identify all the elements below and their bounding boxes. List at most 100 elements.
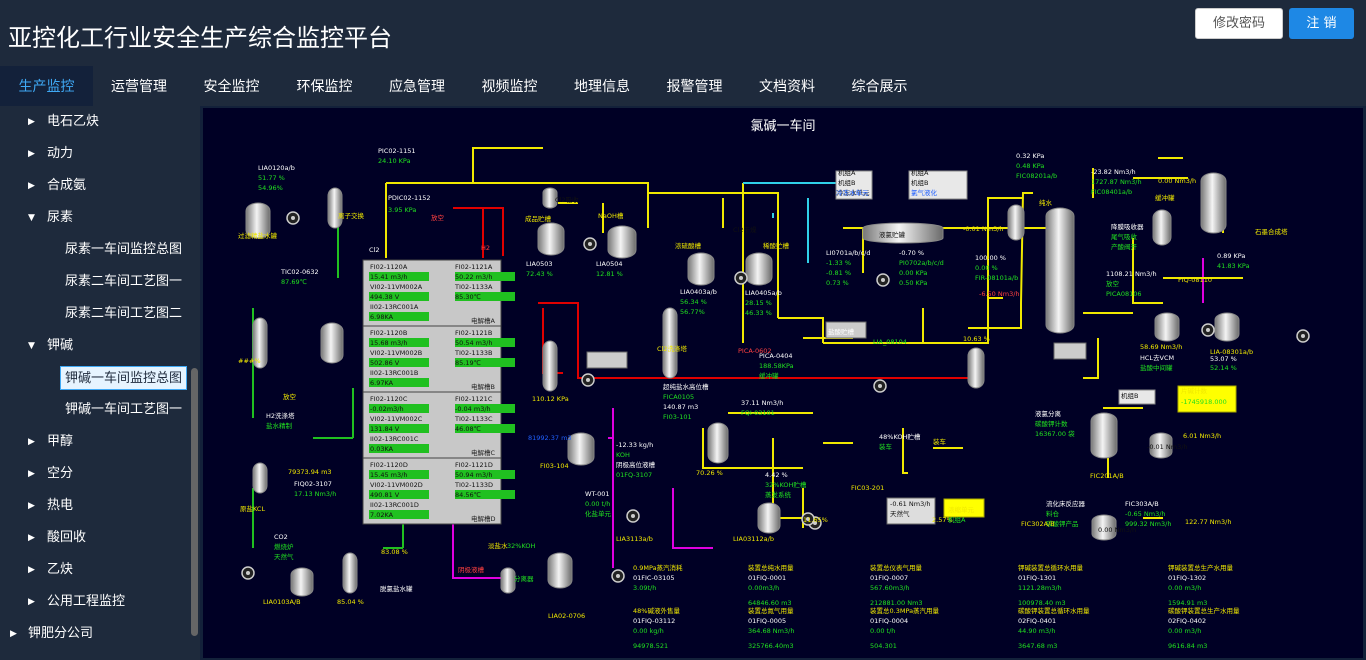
- tab-5[interactable]: 视频监控: [481, 79, 538, 95]
- diagram-label: KOH: [616, 451, 630, 459]
- value-bg: [369, 378, 429, 387]
- sidebar-item-11[interactable]: ▶空分: [0, 458, 192, 490]
- tab-3[interactable]: 环保监控: [296, 79, 353, 95]
- pump-hub: [739, 276, 743, 280]
- value-bg: [369, 444, 429, 453]
- cell-text: 0.03KA: [370, 445, 394, 453]
- tab-1[interactable]: 运营管理: [111, 79, 167, 95]
- header: 亚控化工行业安全生产综合监控平台 修改密码 注 销: [0, 0, 1366, 66]
- control-panel: [825, 321, 867, 339]
- chiller-box: [835, 170, 873, 200]
- sidebar-item-label: 甲醇: [47, 434, 74, 449]
- tab-9[interactable]: 综合展示: [851, 79, 908, 95]
- vessel-17: [1200, 172, 1227, 234]
- tab-2[interactable]: 安全监控: [203, 79, 260, 95]
- cell-text: FI02-1121D: [455, 461, 493, 469]
- change-password-button[interactable]: 修改密码: [1195, 8, 1283, 39]
- sidebar-scrollbar[interactable]: [191, 368, 198, 636]
- sidebar-item-7[interactable]: ▼钾碱: [0, 330, 192, 362]
- diagram-label: 58.69 Nm3/h: [1140, 343, 1182, 351]
- cell-text: 490.81 V: [370, 491, 400, 499]
- cell-text: FI02-1120B: [370, 329, 407, 337]
- stat-total: 94978.521: [633, 642, 668, 650]
- pipe: [648, 192, 779, 318]
- diagram-label: FI03-104: [540, 462, 569, 470]
- diagram-label: 4.42 %: [765, 471, 788, 479]
- stat-total: 504.301: [870, 642, 897, 650]
- pump-hub: [881, 278, 885, 282]
- diagram-label: 浓硫酸槽: [675, 241, 702, 250]
- pump-hub: [246, 571, 250, 575]
- diagram-label: 72.43 %: [526, 270, 553, 278]
- diagram-label: 85.04 %: [337, 598, 364, 606]
- diagram-label: 片碱计数: [1181, 386, 1208, 395]
- vessel-22: [757, 502, 781, 534]
- tab-4[interactable]: 应急管理: [389, 79, 445, 95]
- diagram-label: FIC08201a/b: [1016, 172, 1057, 180]
- diagram-label: 装车: [933, 437, 947, 446]
- sidebar-item-4[interactable]: 尿素一车间监控总图: [0, 234, 192, 266]
- diagram-label: 3.95 KPa: [388, 206, 416, 214]
- diagram-label: 盐酸贮槽: [828, 327, 855, 336]
- vessel-26: [290, 567, 314, 597]
- sidebar-item-1[interactable]: ▶动力: [0, 138, 192, 170]
- diagram-label: 28.15 %: [745, 299, 772, 307]
- sidebar-item-0[interactable]: ▶电石乙炔: [0, 106, 192, 138]
- sidebar-item-14[interactable]: ▶乙炔: [0, 554, 192, 586]
- value-bg: [369, 404, 429, 413]
- sidebar-item-label: 酸回收: [47, 530, 87, 545]
- tab-7[interactable]: 报警管理: [666, 79, 723, 95]
- sidebar-item-13[interactable]: ▶酸回收: [0, 522, 192, 554]
- cell-text: -0.04 m3/h: [455, 405, 491, 413]
- sidebar-item-12[interactable]: ▶热电: [0, 490, 192, 522]
- diagram-label: 料仓: [1046, 509, 1060, 518]
- cell-text: TI02-1133C: [454, 415, 493, 423]
- diagram-label: 放空: [431, 213, 445, 222]
- pump-hub: [1301, 334, 1305, 338]
- sidebar-item-8[interactable]: 钾碱一车间监控总图: [0, 362, 192, 394]
- cell-text: II02-13RC001A: [370, 303, 419, 311]
- cell-text: 50.94 m3/h: [455, 471, 492, 479]
- cell-text: 15.45 m3/h: [370, 471, 407, 479]
- sidebar-item-2[interactable]: ▶合成氨: [0, 170, 192, 202]
- diagram-label: 原盐KCL: [240, 504, 265, 513]
- value-bg: [455, 490, 515, 499]
- vessel-14: [1007, 204, 1025, 241]
- diagram-label: 纯水: [1039, 198, 1053, 207]
- cell-text: 85.19℃: [455, 359, 481, 367]
- diagram-label: 缓冲罐: [759, 371, 779, 380]
- stat-title: 48%碱液外售量: [633, 606, 680, 615]
- diagram-label: 流化床反应器: [1046, 499, 1086, 508]
- sidebar-item-6[interactable]: 尿素二车间工艺图二: [0, 298, 192, 330]
- diagram-label: -0.81 %: [826, 269, 851, 277]
- vessel-9: [745, 252, 773, 286]
- tab-8[interactable]: 文档资料: [759, 79, 815, 95]
- diagram-label: 离子交换: [338, 211, 365, 220]
- diagram-label: 17.13 Nm3/h: [294, 490, 336, 498]
- diagram-label: 盐酸中间罐: [1140, 363, 1173, 372]
- sidebar-item-9[interactable]: 钾碱一车间工艺图一: [0, 394, 192, 426]
- sidebar-item-16[interactable]: ▶钾肥分公司: [0, 618, 192, 650]
- diagram-label: WT-001: [585, 490, 610, 498]
- sidebar-item-3[interactable]: ▼尿素: [0, 202, 192, 234]
- pipe: [902, 428, 908, 474]
- sidebar-item-15[interactable]: ▶公用工程监控: [0, 586, 192, 618]
- sidebar-item-10[interactable]: ▶甲醇: [0, 426, 192, 458]
- sidebar: ▶电石乙炔▶动力▶合成氨▼尿素尿素一车间监控总图尿素二车间工艺图一尿素二车间工艺…: [0, 106, 200, 660]
- tab-0[interactable]: 生产监控: [0, 66, 93, 106]
- diagram-label: 56.34 %: [680, 298, 707, 306]
- vessel-10: [662, 307, 678, 379]
- diagram-label: Cl2干燥: [733, 225, 757, 234]
- sidebar-item-5[interactable]: 尿素二车间工艺图一: [0, 266, 192, 298]
- diagram-label: 蒸发系统: [765, 490, 792, 499]
- diagram-label: 超纯盐水高位槽: [663, 382, 709, 391]
- diagram-label: 83.08 %: [381, 548, 408, 556]
- sidebar-item-label: 尿素二车间工艺图二: [65, 306, 183, 321]
- cell-text: II02-13RC001B: [370, 369, 418, 377]
- logout-button[interactable]: 注 销: [1289, 8, 1354, 39]
- diagram-label: 32%KOH贮槽: [765, 480, 807, 489]
- diagram-label: 79373.94 m3: [288, 468, 332, 476]
- tab-6[interactable]: 地理信息: [574, 79, 630, 95]
- cell-text: TI02-1133A: [454, 283, 493, 291]
- stat-value: 567.60m3/h: [870, 584, 910, 592]
